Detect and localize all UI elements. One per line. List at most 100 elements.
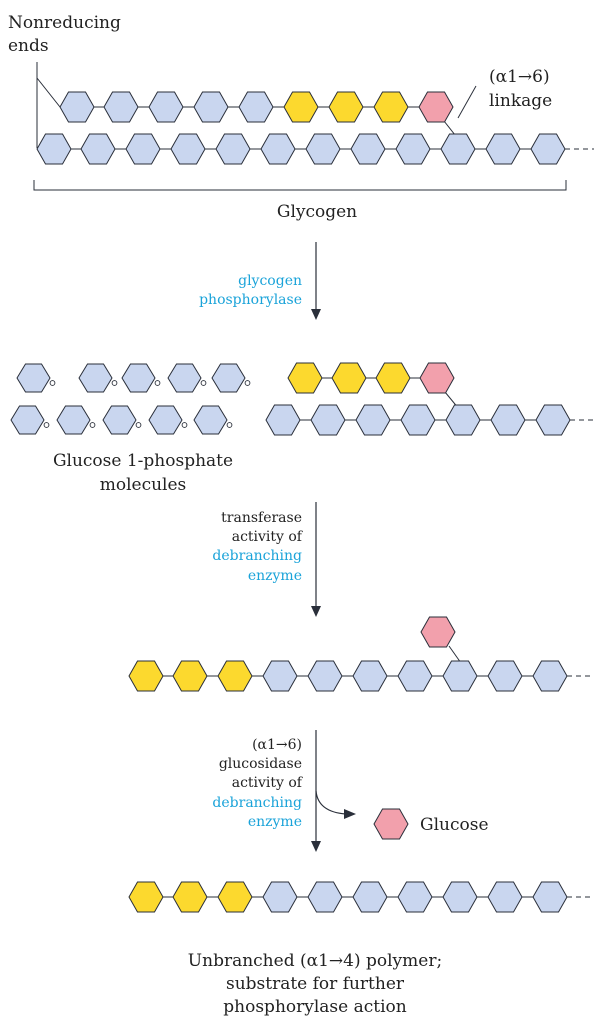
phosphate-group — [43, 422, 50, 428]
nonreducing-ends-label-line2: ends — [8, 36, 49, 56]
glucose-residue — [535, 404, 571, 436]
glucose-residue — [397, 660, 433, 692]
glucose-residue — [265, 404, 301, 436]
phosphate-group — [111, 380, 118, 386]
glucose-1-phosphate — [102, 405, 137, 435]
glucose-residue — [490, 404, 526, 436]
glucose-residue-yellow — [172, 881, 208, 913]
branch-point-residue — [418, 91, 454, 123]
glucose-1-phosphate — [78, 363, 113, 393]
stage-glycogen: Nonreducing ends (α1→6) linkage — [8, 13, 594, 222]
glucose-residue — [36, 133, 72, 165]
enzyme-label-line2: phosphorylase — [199, 292, 302, 308]
nonreducing-pointer-upper — [36, 62, 61, 108]
step-text-line1: transferase — [221, 510, 302, 526]
step-glucosidase: (α1→6) glucosidase activity of debranchi… — [212, 730, 489, 852]
main-chain — [128, 660, 594, 692]
glucose-residue — [103, 91, 139, 123]
phosphate-group — [154, 380, 161, 386]
glucose-residue-yellow — [217, 881, 253, 913]
glucose-1-phosphate — [121, 363, 156, 393]
glucose-1-phosphate — [56, 405, 91, 435]
phosphate-group — [226, 422, 233, 428]
linkage-label-line2: linkage — [489, 91, 552, 111]
glucose-residue-yellow — [373, 91, 409, 123]
glucose-residue-yellow — [128, 881, 164, 913]
branch-point-residue — [420, 616, 456, 648]
glucose-1-phosphate — [167, 363, 202, 393]
glucose-residue — [485, 133, 521, 165]
enzyme-label-line2: enzyme — [248, 568, 302, 584]
phosphate-group — [244, 380, 251, 386]
glucose-residue — [530, 133, 566, 165]
main-chain — [36, 133, 594, 165]
final-label-line1: Unbranched (α1→4) polymer; — [188, 951, 442, 971]
phosphate-group — [135, 422, 142, 428]
branch-point-residue — [419, 362, 455, 394]
final-label-line2: substrate for further — [226, 974, 405, 994]
glucose-residue — [440, 133, 476, 165]
glycogen-label: Glycogen — [277, 202, 357, 222]
nonreducing-ends-label-line1: Nonreducing — [8, 13, 121, 33]
glucose-residue — [355, 404, 391, 436]
main-chain — [265, 404, 594, 436]
glucose-residue-yellow — [328, 91, 364, 123]
step-text-line1: (α1→6) — [252, 737, 302, 753]
step-glycogen-phosphorylase: glycogen phosphorylase — [199, 242, 321, 320]
final-label-line3: phosphorylase action — [223, 997, 407, 1017]
glucose-residue — [305, 133, 341, 165]
glucose-residue — [400, 404, 436, 436]
arrowhead — [311, 309, 321, 320]
glucose-release-arrow — [315, 790, 347, 815]
glucose-residue — [238, 91, 274, 123]
glucose-residue — [442, 660, 478, 692]
phosphate-group — [49, 380, 56, 386]
glucose-residue — [260, 133, 296, 165]
main-chain — [128, 881, 594, 913]
glucose-residue — [170, 133, 206, 165]
linkage-label-line1: (α1→6) — [489, 67, 550, 87]
phosphate-group — [181, 422, 188, 428]
glucose-1-phosphate — [16, 363, 51, 393]
glucose-1-phosphate — [10, 405, 45, 435]
glucose-residue — [487, 881, 523, 913]
glucose-residue — [532, 660, 568, 692]
stage-unbranched-polymer: Unbranched (α1→4) polymer; substrate for… — [128, 881, 594, 1017]
glucose-residue — [397, 881, 433, 913]
glucose-residue — [125, 133, 161, 165]
step-text-line2: glucosidase — [219, 756, 302, 772]
glycogen-bracket — [33, 180, 567, 191]
enzyme-label-line2: enzyme — [248, 814, 302, 830]
step-transferase: transferase activity of debranching enzy… — [212, 502, 321, 617]
glucose-1-phosphate-label-line2: molecules — [100, 475, 187, 495]
branch-bond — [448, 645, 462, 664]
glucose-residue — [193, 91, 229, 123]
linkage-pointer-line — [457, 85, 477, 119]
glucose-residue — [442, 881, 478, 913]
glucose-residue-yellow — [217, 660, 253, 692]
glucose-residue — [350, 133, 386, 165]
glucose-1-phosphate — [211, 363, 246, 393]
glucose-label: Glucose — [420, 815, 489, 835]
glucose-residue — [80, 133, 116, 165]
glucose-residue — [445, 404, 481, 436]
step-text-line3: activity of — [232, 775, 304, 791]
glucose-residue — [262, 881, 298, 913]
phosphate-group — [89, 422, 96, 428]
glucose-residue — [352, 881, 388, 913]
glucose-residue — [262, 660, 298, 692]
glucose-residue — [310, 404, 346, 436]
glucose-1-phosphate-label-line1: Glucose 1-phosphate — [53, 451, 233, 471]
upper-branch-chain — [59, 91, 460, 141]
arrowhead — [311, 606, 321, 617]
glucose-residue-yellow — [172, 660, 208, 692]
glucose-residue-yellow — [128, 660, 164, 692]
glucose-1-phosphate-row-1 — [16, 363, 251, 393]
glucose-residue-yellow — [331, 362, 367, 394]
glucose-residue-yellow — [287, 362, 323, 394]
glucose-residue — [307, 881, 343, 913]
enzyme-label-line1: debranching — [212, 548, 302, 564]
phosphate-group — [200, 380, 207, 386]
glucose-1-phosphate — [193, 405, 228, 435]
glucose-1-phosphate-row-2 — [10, 405, 233, 435]
